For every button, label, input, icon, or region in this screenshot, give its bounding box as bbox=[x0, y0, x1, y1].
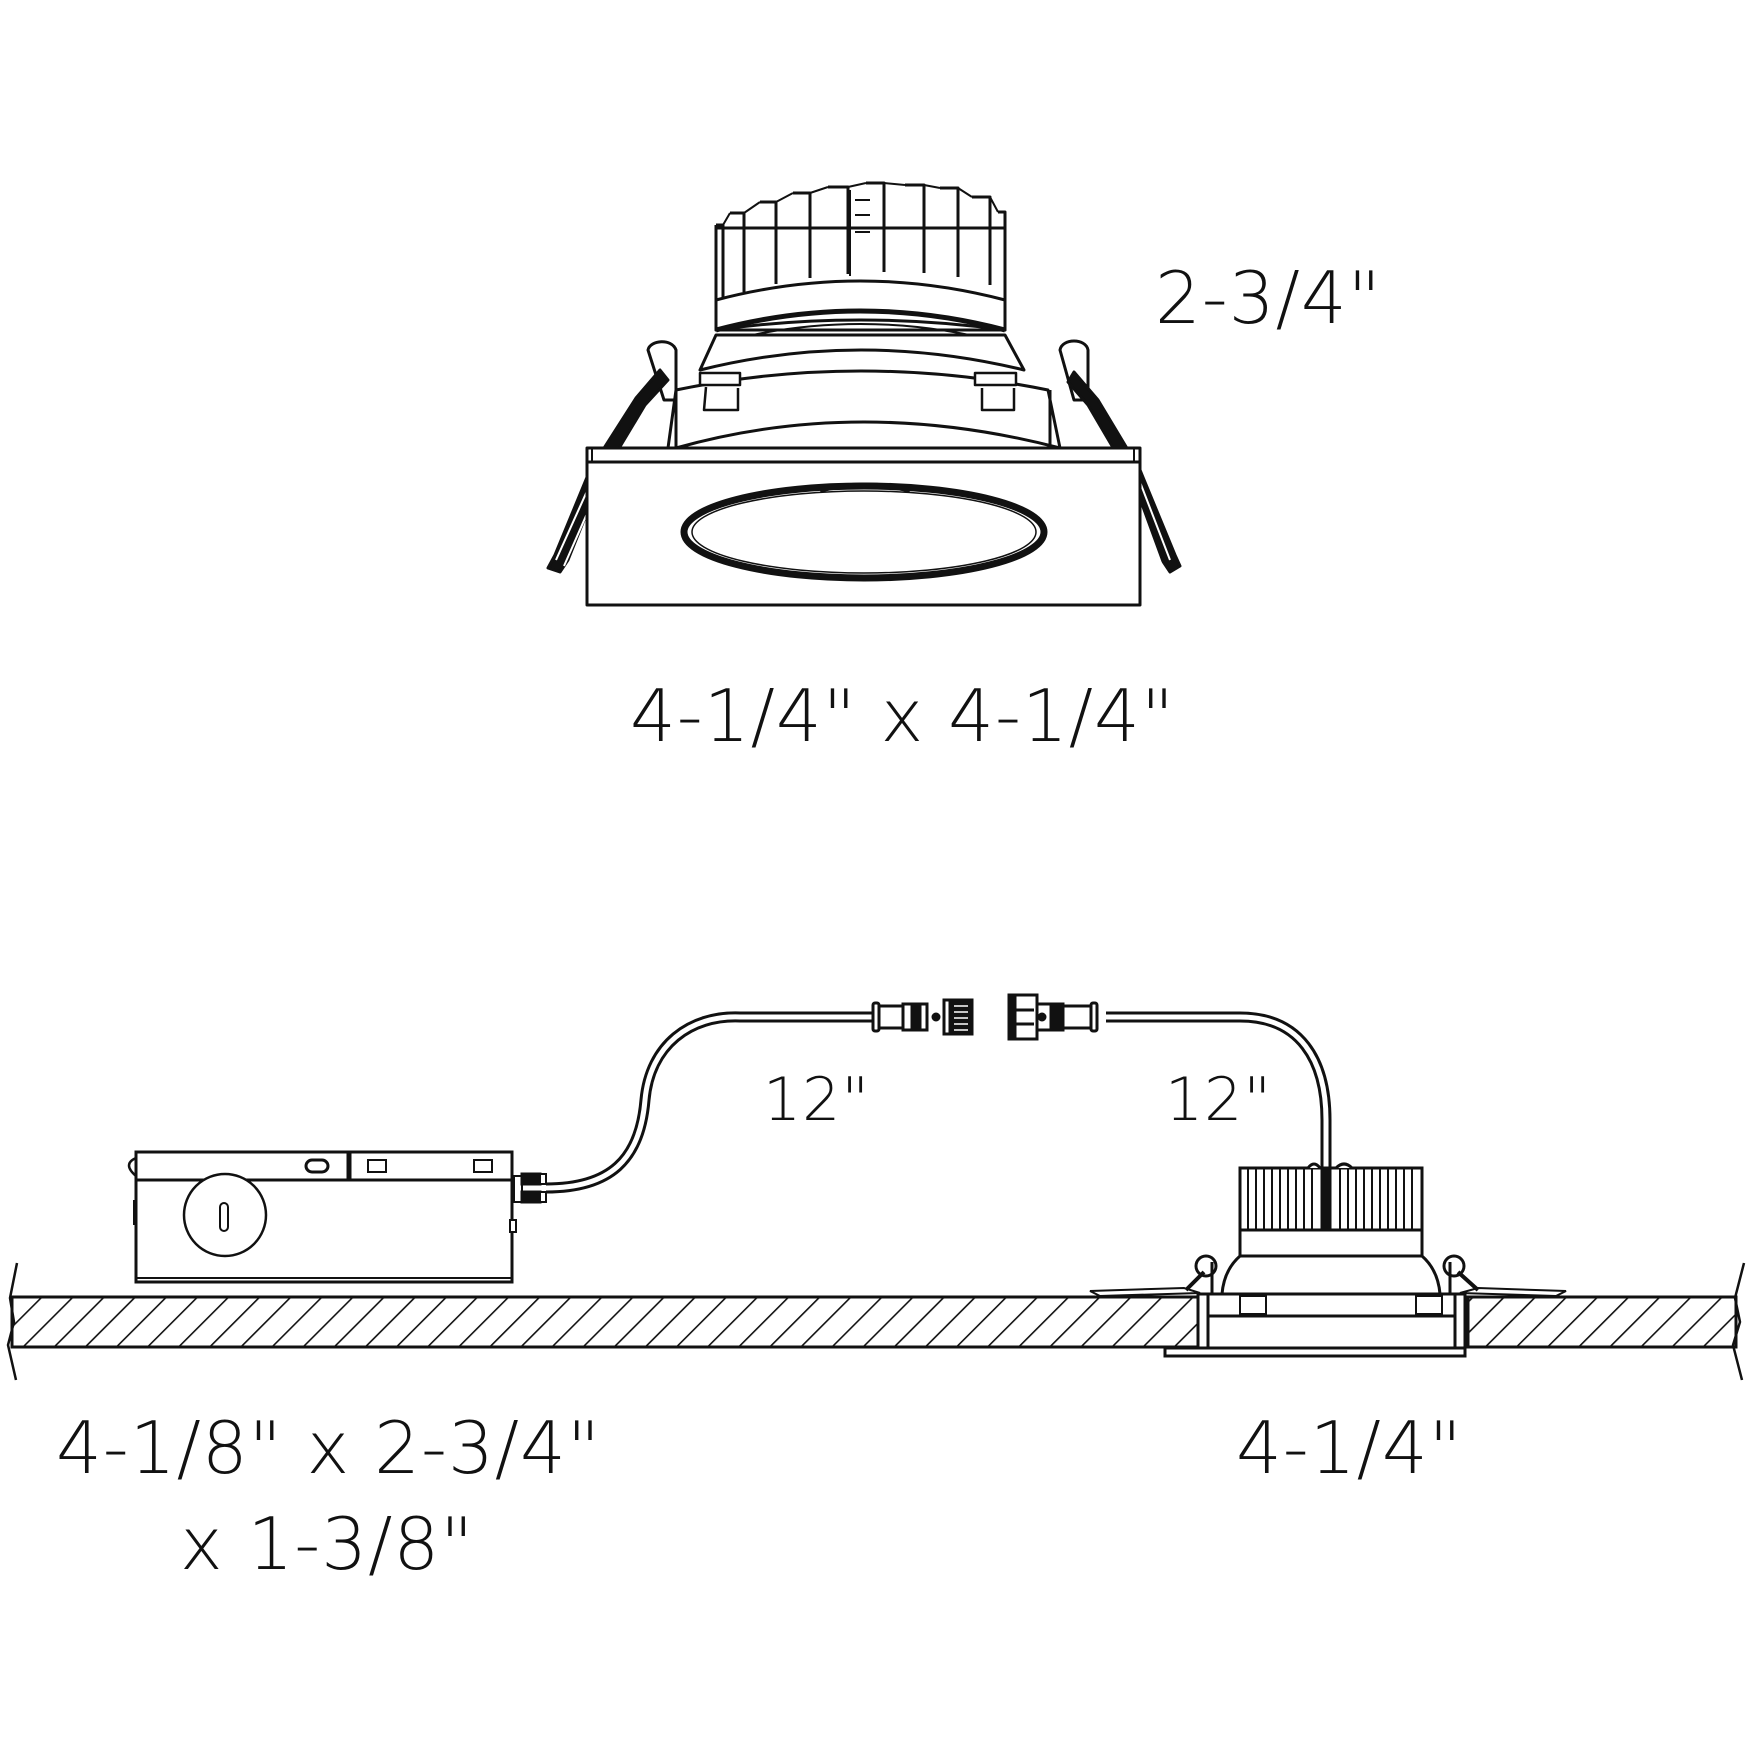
cable-fixture-side bbox=[1106, 1011, 1332, 1232]
square-trim-icon bbox=[585, 446, 1142, 607]
junction-box-size-label-line1: 4-1/8" x 2-3/4" bbox=[56, 1406, 601, 1490]
housing-body bbox=[698, 333, 1026, 372]
cable-driver-side bbox=[545, 1011, 874, 1194]
junction-box-driver bbox=[127, 1150, 547, 1284]
cutout-size-label: 4-1/4" bbox=[1236, 1406, 1463, 1490]
clip-slot-left-icon bbox=[367, 1159, 387, 1173]
fixture-perspective-view bbox=[546, 181, 1182, 607]
screw-slot-icon bbox=[304, 1158, 330, 1174]
ceiling-section bbox=[6, 1262, 1746, 1381]
female-connector-icon bbox=[1007, 993, 1099, 1041]
height-dimension-label: 2-3/4" bbox=[1155, 256, 1382, 340]
cable-length-fixture-label: 12" bbox=[1165, 1065, 1272, 1135]
aperture-icon bbox=[680, 482, 1048, 582]
cable-length-driver-label: 12" bbox=[763, 1065, 870, 1135]
male-connector-icon bbox=[871, 998, 974, 1036]
clip-slot-right-icon bbox=[473, 1159, 493, 1173]
fixture-side-view bbox=[1089, 1162, 1567, 1358]
junction-box-size-label-line2: x 1-3/8" bbox=[180, 1502, 475, 1586]
heatsink-icon bbox=[714, 181, 1007, 343]
trim-size-dimension-label: 4-1/4" x 4-1/4" bbox=[630, 674, 1175, 758]
